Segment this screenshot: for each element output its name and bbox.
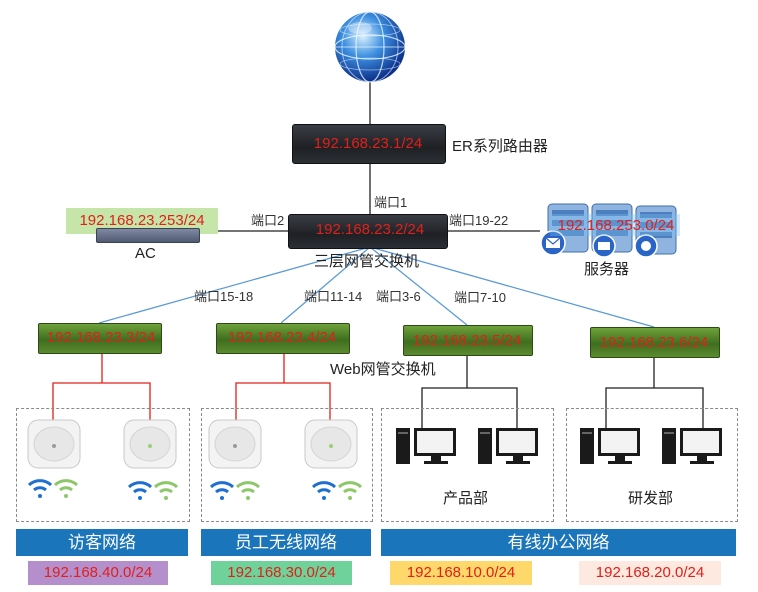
product-dept-group: [381, 408, 554, 522]
web-switch-4: [590, 327, 720, 358]
core-switch-ip: 192.168.23.2/24: [315, 221, 425, 238]
link-core-ws3: [369, 246, 468, 326]
desktop-pc-icon: [396, 428, 456, 464]
router-device: [292, 124, 446, 164]
web-switch-2: [216, 323, 350, 354]
guest-ap-group: [16, 408, 190, 522]
product-subnet: 192.168.10.0/24: [390, 561, 532, 585]
port-15-18-label: 端口15-18: [194, 289, 254, 304]
web-switch-3: [403, 325, 533, 356]
link-core-ws1: [98, 246, 371, 324]
port-19-22-label: 端口19-22: [449, 213, 509, 228]
access-point-icon: [27, 419, 81, 469]
core-switch-device: [288, 214, 448, 249]
guest-subnet: 192.168.40.0/24: [28, 561, 168, 585]
web-switch-4-ip: 192.168.23.6/24: [599, 334, 709, 351]
web-switch-label: Web网管交换机: [330, 361, 436, 378]
wifi-signal-icon: [27, 479, 363, 500]
staff-ap-group: [201, 408, 373, 522]
globe-icon: [334, 11, 406, 83]
server-ip: 192.168.253.0/24: [557, 217, 675, 234]
staff-wireless-network-label: 员工无线网络: [201, 529, 371, 556]
web-switch-1: [38, 323, 162, 354]
port-3-6-label: 端口3-6: [376, 289, 421, 304]
rd-dept-group: [566, 408, 738, 522]
link-core-ws2: [280, 246, 371, 324]
ac-ip: 192.168.23.253/24: [79, 212, 205, 229]
staff-subnet: 192.168.30.0/24: [211, 561, 352, 585]
guest-network-label: 访客网络: [16, 529, 188, 556]
rd-subnet: 192.168.20.0/24: [579, 561, 721, 585]
desktop-pc-icon: [478, 428, 538, 464]
router-label: ER系列路由器: [452, 138, 548, 155]
access-point-icon: [208, 419, 262, 469]
access-point-icon: [123, 419, 177, 469]
server-label: 服务器: [584, 261, 630, 278]
server-ip-highlight: [550, 214, 680, 236]
link-ws1-ap-left: [52, 382, 151, 420]
ac-label: AC: [135, 245, 156, 262]
desktop-pc-icon: [662, 428, 722, 464]
web-switch-1-ip: 192.168.23.3/24: [46, 329, 156, 346]
access-point-icon: [304, 419, 358, 469]
port-11-14-label: 端口11-14: [304, 289, 363, 304]
web-switch-2-ip: 192.168.23.4/24: [227, 329, 337, 346]
port-7-10-label: 端口7-10: [454, 290, 507, 305]
port-1-label: 端口1: [374, 195, 408, 210]
ac-device: [96, 228, 200, 243]
port-2-label: 端口2: [251, 213, 285, 228]
wired-office-network-label: 有线办公网络: [381, 529, 736, 556]
link-core-ws4: [369, 246, 655, 328]
product-dept-label: 产品部: [443, 490, 489, 507]
server-group-icon: [540, 203, 677, 258]
web-switch-3-ip: 192.168.23.5/24: [412, 332, 522, 349]
link-ws2-ap-left: [235, 382, 331, 420]
rd-dept-label: 研发部: [628, 490, 674, 507]
router-ip: 192.168.23.1/24: [313, 135, 423, 152]
desktop-pc-icon: [580, 428, 640, 464]
core-switch-label: 三层网管交换机: [314, 253, 420, 270]
